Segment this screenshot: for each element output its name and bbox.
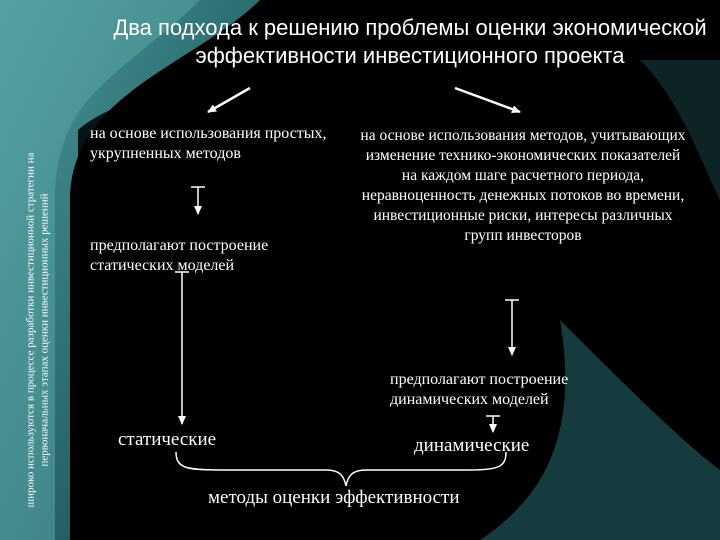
grouping-brace	[175, 451, 507, 487]
left-model-text: предполагают построение статических моде…	[90, 237, 269, 274]
arrow-right-model-to-dynamic	[486, 415, 500, 433]
arrow-left-method-to-model	[191, 186, 205, 215]
static-methods-label: статические	[118, 429, 217, 450]
evaluation-methods-label: методы оценки эффективности	[208, 487, 460, 508]
arrow-right-method-to-model	[505, 299, 519, 356]
arrow-left-model-to-static	[175, 271, 189, 425]
left-method-text: на основе использования простых, укрупне…	[90, 125, 327, 162]
arrow-to-right-approach	[454, 85, 521, 115]
dynamic-methods-label: динамические	[414, 435, 530, 456]
slide-title: Два подхода к решению проблемы оценки эк…	[113, 15, 707, 68]
right-method-text: на основе использования методов, учитыва…	[360, 127, 686, 244]
arrow-to-left-approach	[206, 85, 252, 115]
right-model-text: предполагают построение динамических мод…	[390, 371, 569, 408]
